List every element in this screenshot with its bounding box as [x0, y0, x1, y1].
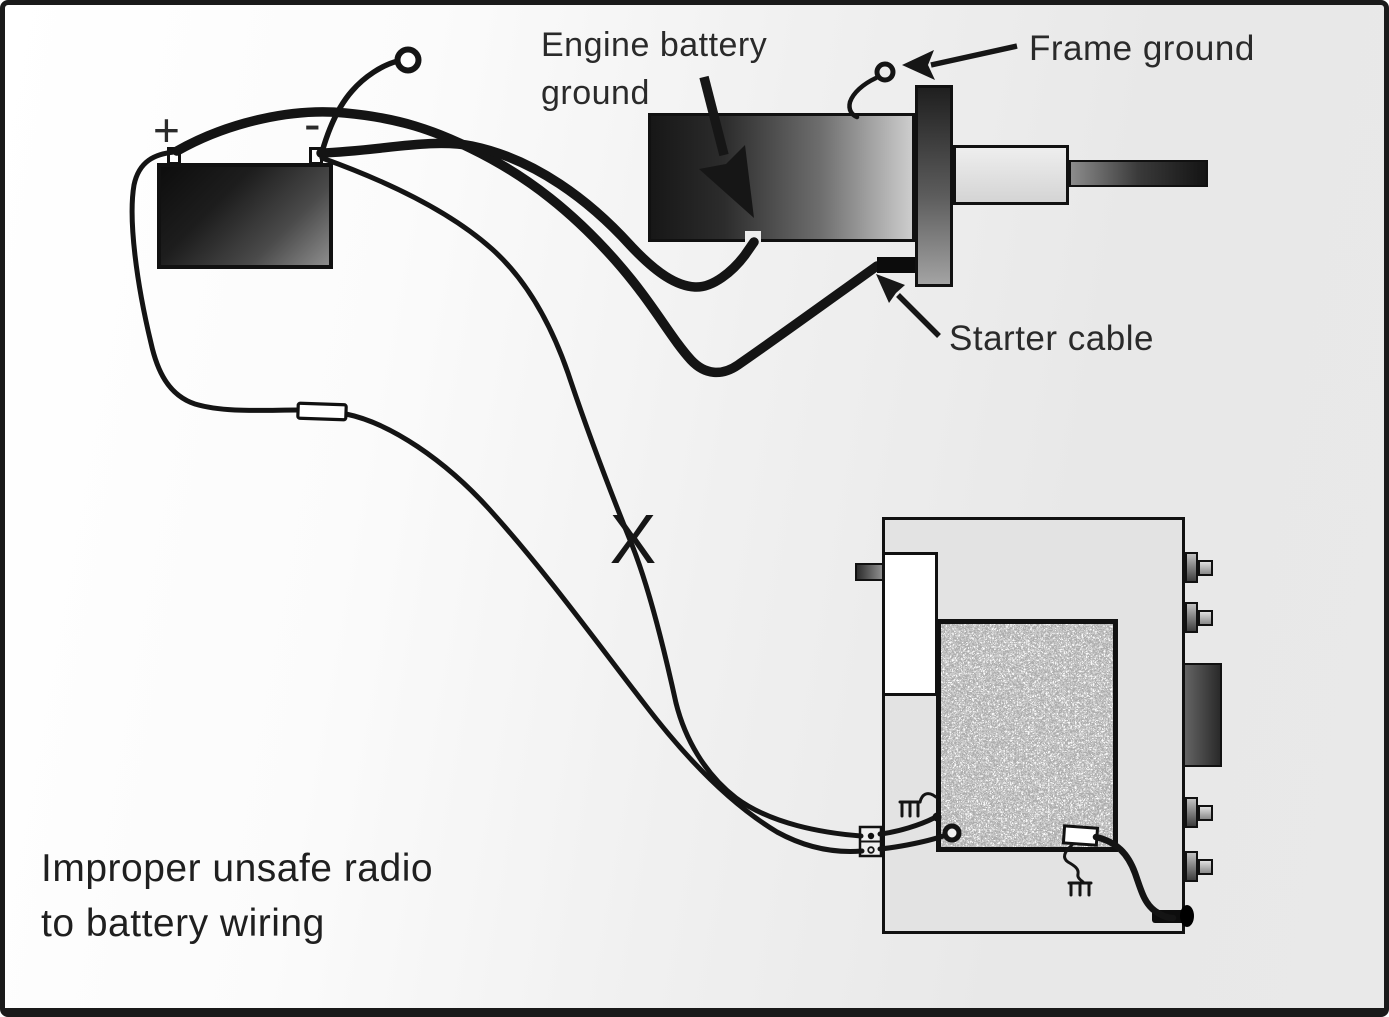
- ring-terminal: [394, 46, 422, 74]
- engine-flange: [915, 85, 953, 287]
- ground-symbol-left: [898, 792, 938, 818]
- starter-cable-arrowhead: [876, 274, 905, 303]
- engine-ground-arrow-shaft: [699, 75, 729, 157]
- frame-ground-label: Frame ground: [1029, 29, 1255, 68]
- frame-ground-arrow-shaft: [930, 43, 1018, 68]
- radio-connector-tab-4: [1185, 851, 1198, 882]
- engine-ground-cable: [316, 138, 759, 292]
- radio-connector-knob-2: [1198, 610, 1213, 626]
- starter-cable-label: Starter cable: [949, 319, 1154, 358]
- radio-power-wire-b: [343, 411, 865, 854]
- board-output-connector: [1061, 824, 1100, 847]
- starter-cable-arrow-shaft: [896, 293, 941, 338]
- wiring-overlay: [129, 43, 1177, 922]
- engine-battery-ground-label: Engine battery ground: [541, 21, 767, 117]
- starter-shaft: [1069, 160, 1208, 187]
- radio-connector-tab-1: [1185, 552, 1198, 583]
- board-eyelet-terminal: [942, 823, 962, 843]
- radio-power-wire-c: [877, 832, 949, 852]
- radio-side-tab: [855, 563, 884, 581]
- engine-battery-ground-line2: ground: [541, 74, 650, 112]
- radio-ground-wire-a: [319, 155, 864, 839]
- connector-pin-top: [867, 832, 875, 840]
- board-ground-lead: [1063, 843, 1086, 885]
- radio-connector-knob-1: [1198, 560, 1213, 576]
- frame-ground-arrowhead: [902, 50, 935, 80]
- radio-bottom-plug-cap: [1180, 905, 1194, 927]
- diagram-caption: Improper unsafe radio to battery wiring: [41, 841, 433, 951]
- radio-heatsink: [1183, 663, 1222, 767]
- caption-line1: Improper unsafe radio: [41, 847, 434, 890]
- frame-ground-ring: [874, 61, 896, 83]
- radio-connector-tab-3: [1185, 797, 1198, 828]
- ground-symbol-right: [1067, 881, 1093, 897]
- board-solder-dot: [932, 812, 942, 822]
- battery: [157, 163, 333, 269]
- radio-circuit-board: [936, 619, 1118, 852]
- engine-battery-ground-line1: Engine battery: [541, 26, 768, 64]
- defect-x-mark: X: [609, 500, 657, 578]
- frame-ground-lead: [847, 75, 879, 120]
- radio-connector-knob-4: [1198, 859, 1213, 875]
- annotation-arrows: [699, 43, 1018, 338]
- inline-fuse: [296, 401, 348, 422]
- starter-terminal: [877, 257, 915, 273]
- radio-ground-wire-b: [877, 815, 937, 837]
- battery-ring-lead: [319, 58, 401, 155]
- radio-output-wire: [1092, 833, 1177, 922]
- starter-body: [953, 145, 1069, 205]
- connector-pin-bottom: [867, 846, 875, 854]
- caption-line2: to battery wiring: [41, 902, 325, 945]
- starter-cable-wire: [172, 107, 882, 377]
- engine-ground-arrowhead: [699, 145, 754, 218]
- speckle-texture: [941, 624, 1113, 847]
- engine-block: [648, 113, 915, 242]
- radio-power-wire-a: [129, 149, 302, 413]
- radio-compartment: [882, 552, 938, 696]
- radio-connector-knob-3: [1198, 805, 1213, 821]
- radio-connector-tab-2: [1185, 602, 1198, 633]
